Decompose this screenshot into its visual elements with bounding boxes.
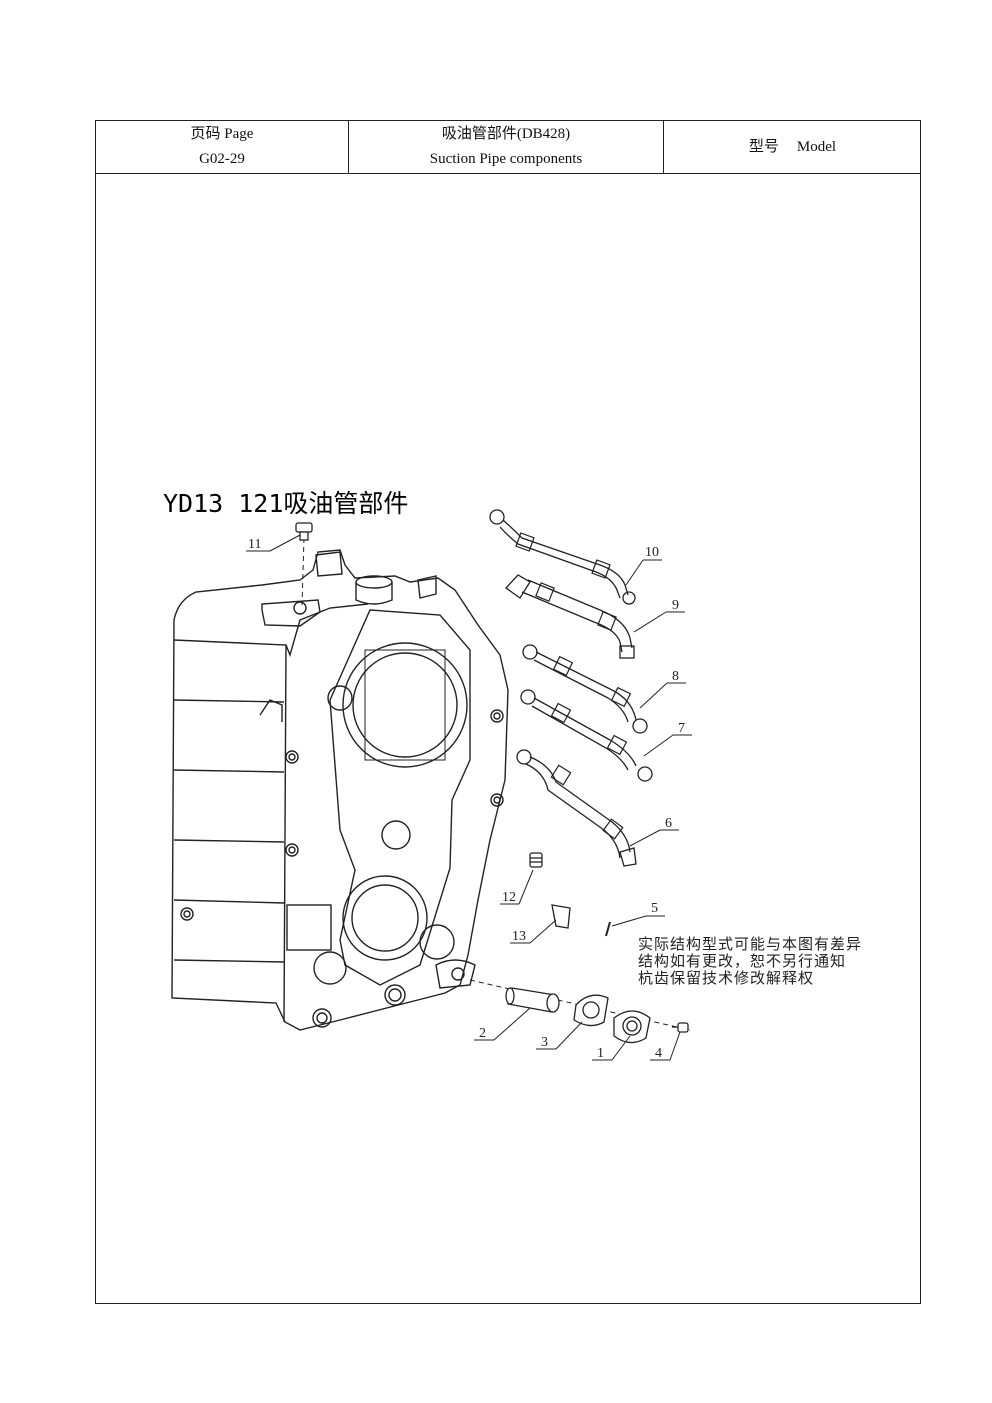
pipe-6	[516, 749, 637, 867]
assembly-lines	[301, 537, 691, 1031]
title-cell: 吸油管部件(DB428) Suction Pipe components	[349, 121, 664, 173]
callouts	[246, 534, 692, 1061]
callout-8: 8	[672, 669, 679, 684]
callout-12-leader	[518, 869, 534, 905]
model-cell: 型号 Model	[664, 121, 921, 173]
strainer-13	[551, 904, 571, 929]
pin-5	[605, 921, 611, 937]
gasket-3	[573, 994, 609, 1027]
drawing-title: YD13 121吸油管部件	[163, 489, 408, 518]
gearbox-housing	[171, 549, 509, 1031]
suction-pipe-2	[505, 987, 560, 1013]
callout-6: 6	[665, 816, 672, 831]
callout-1-leader	[611, 1035, 631, 1061]
callout-11-leader	[269, 534, 301, 552]
disclaimer-note: 实际结构型式可能与本图有差异 结构如有更改，恕不另行通知 杭齿保留技术修改解释权	[638, 935, 862, 987]
pipe-9	[505, 574, 635, 659]
callout-8-leader	[639, 682, 668, 709]
callout-6-leader	[629, 829, 661, 847]
model-label-chinese: 型号	[748, 138, 779, 155]
callout-4-leader	[669, 1031, 681, 1061]
title-english: Suction Pipe components	[429, 151, 583, 167]
parts-sheet: 页码 Page G02-29 吸油管部件(DB428) Suction Pipe…	[95, 120, 921, 1304]
callout-13-leader	[529, 919, 557, 944]
callout-7: 7	[678, 721, 685, 736]
callout-2: 2	[479, 1026, 486, 1041]
callout-13: 13	[512, 929, 526, 944]
callout-2-leader	[493, 1007, 531, 1041]
callout-numbers: 11 10 9 8 7 6 12 5 13 2 3 1 4	[248, 537, 685, 1061]
callout-3: 3	[541, 1035, 548, 1050]
page-number: G02-29	[199, 151, 245, 167]
bolt-4	[672, 1022, 689, 1033]
pipe-fittings	[515, 532, 632, 840]
callout-10: 10	[645, 545, 659, 560]
bolt-11	[295, 522, 313, 541]
note-line-2: 结构如有更改，恕不另行通知	[638, 952, 846, 970]
callout-9: 9	[672, 598, 679, 613]
callout-5-leader	[611, 915, 647, 927]
callout-10-leader	[625, 559, 644, 586]
page-cell: 页码 Page G02-29	[96, 121, 349, 173]
sheet-header: 页码 Page G02-29 吸油管部件(DB428) Suction Pipe…	[96, 121, 920, 174]
callout-1: 1	[597, 1046, 604, 1061]
pipe-7	[520, 689, 653, 782]
note-line-3: 杭齿保留技术修改解释权	[638, 969, 814, 987]
pipe-10	[489, 509, 636, 605]
callout-9-leader	[633, 611, 667, 633]
title-chinese: 吸油管部件(DB428)	[441, 126, 571, 142]
callout-5: 5	[651, 901, 658, 916]
callout-11: 11	[248, 537, 261, 552]
callout-3-leader	[555, 1021, 583, 1050]
pipes-group	[489, 509, 653, 867]
fitting-12	[529, 852, 543, 868]
callout-7-leader	[643, 734, 674, 757]
callout-4: 4	[655, 1046, 662, 1061]
note-line-1: 实际结构型式可能与本图有差异	[638, 935, 862, 953]
flange-1	[613, 1010, 651, 1044]
page-label: 页码 Page	[190, 126, 254, 142]
model-label-english: Model	[796, 138, 837, 155]
callout-12: 12	[502, 890, 516, 905]
